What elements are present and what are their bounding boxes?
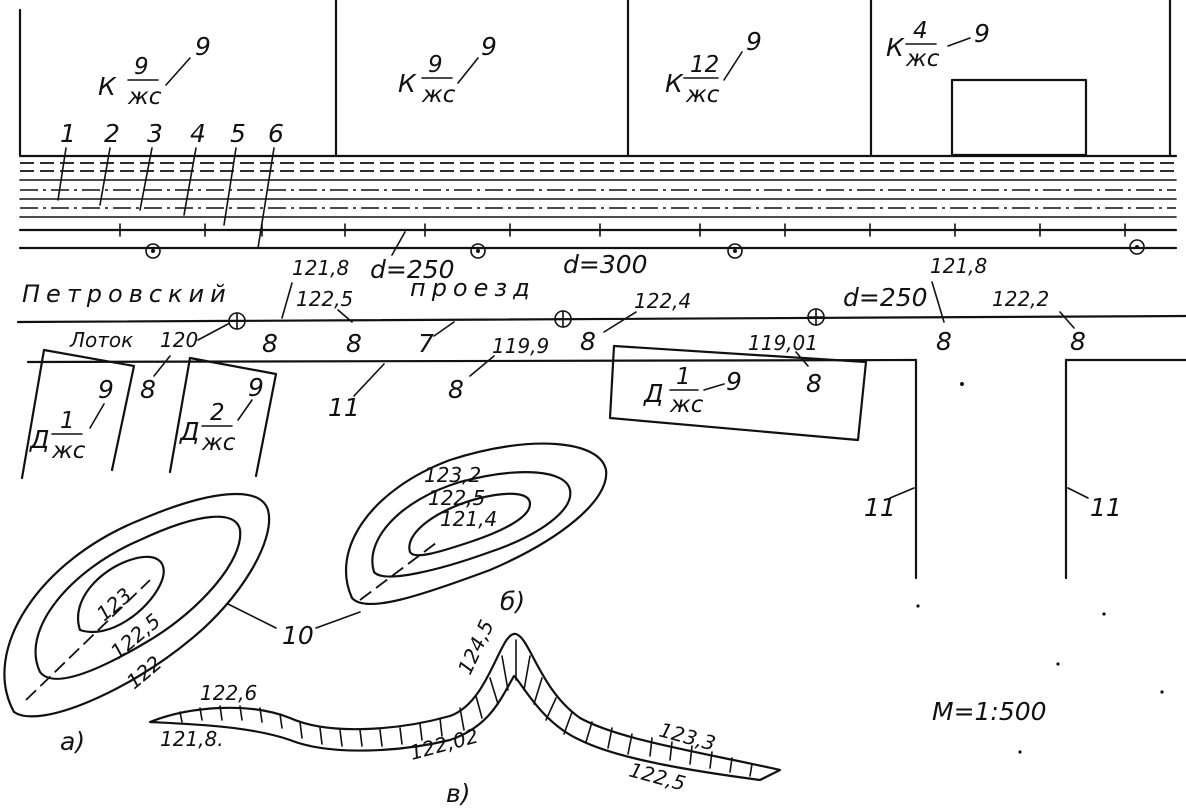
block-label-k1: К 9 жс 9 (98, 32, 211, 110)
diameter-label: d=250 (843, 283, 928, 312)
contour-elevation: 123,2 (424, 463, 481, 487)
svg-text:К: К (98, 72, 117, 101)
hill-callout: 10 (282, 621, 314, 650)
network-numbers: 1 2 3 4 5 6 (57, 119, 284, 249)
svg-text:9: 9 (134, 54, 149, 80)
svg-text:9: 9 (726, 367, 742, 396)
curb-callout: 11 (1090, 493, 1122, 522)
manhole-icon (145, 239, 1145, 259)
block-label-k4: К 4 жс 9 (886, 18, 990, 72)
road-elevations: 121,8 122,5 122,4 119,9 119,01 121,8 122… (281, 254, 1075, 377)
contour-elevation: 122,5 (428, 486, 485, 510)
svg-text:жс: жс (685, 82, 720, 108)
lower-houses (20, 344, 868, 480)
house-label-d2: Д 2 жс 9 (179, 373, 264, 456)
house-label-d3: Д 1 жс 9 (643, 364, 742, 418)
profile-elevation: 122,6 (200, 681, 257, 705)
point-8-labels: 8 8 8 8 8 8 8 8 (140, 327, 1086, 404)
block-label-k2: К 9 жс 9 (398, 32, 497, 108)
sewer-ticks (119, 223, 1126, 237)
svg-text:12: 12 (690, 52, 719, 78)
svg-text:8: 8 (1070, 327, 1086, 356)
svg-text:2: 2 (210, 400, 225, 426)
contours-a (3, 492, 271, 718)
svg-text:9: 9 (746, 27, 762, 56)
contours-b (344, 442, 608, 606)
building-rect (950, 78, 1088, 157)
svg-text:жс: жс (51, 438, 86, 464)
speckles (916, 382, 1164, 754)
axis-callout: 7 (418, 329, 434, 358)
svg-text:122,2: 122,2 (992, 287, 1049, 311)
profile-elevation: 121,8. (160, 727, 224, 751)
road-lines (16, 308, 1186, 580)
house-label-d1: Д 1 жс 9 (29, 375, 114, 464)
svg-text:122,5: 122,5 (296, 287, 353, 311)
svg-text:9: 9 (98, 375, 114, 404)
svg-text:1: 1 (60, 119, 76, 148)
svg-text:5: 5 (230, 119, 246, 148)
svg-text:жс: жс (421, 82, 456, 108)
street-name: проезд (410, 274, 536, 302)
svg-text:жс: жс (127, 84, 162, 110)
street-name: Петровский (22, 280, 232, 308)
svg-text:1: 1 (60, 408, 75, 434)
svg-text:121,8: 121,8 (930, 254, 987, 278)
svg-text:2: 2 (104, 119, 120, 148)
tray-label: Лоток (69, 328, 133, 352)
figure-label-v: в) (446, 779, 471, 808)
diameter-label: d=300 (563, 250, 648, 279)
profile-hatching (179, 639, 753, 777)
svg-text:6: 6 (268, 119, 284, 148)
svg-text:4: 4 (190, 119, 206, 148)
svg-text:3: 3 (147, 119, 163, 148)
svg-text:9: 9 (974, 19, 990, 48)
svg-text:Д: Д (643, 379, 664, 408)
svg-text:К: К (886, 33, 905, 62)
svg-text:Д: Д (179, 417, 200, 446)
scale-label: M=1:500 (932, 697, 1047, 726)
svg-text:8: 8 (140, 375, 156, 404)
svg-text:119,9: 119,9 (492, 334, 549, 358)
svg-text:9: 9 (248, 373, 264, 402)
svg-text:8: 8 (580, 327, 596, 356)
block-label-k3: К 12 жс 9 (665, 27, 762, 108)
svg-text:122,4: 122,4 (634, 289, 691, 313)
svg-text:121,8: 121,8 (292, 256, 349, 280)
profile-v (148, 632, 782, 782)
figure-label-b: б) (500, 587, 525, 616)
profile-elevation: 122,5 (627, 758, 689, 796)
svg-text:9: 9 (481, 32, 497, 61)
svg-text:жс: жс (669, 392, 704, 418)
svg-text:К: К (665, 69, 684, 98)
svg-text:К: К (398, 69, 417, 98)
svg-text:жс: жс (201, 430, 236, 456)
svg-text:8: 8 (262, 329, 278, 358)
diameter-label: d=250 (370, 255, 455, 284)
svg-text:9: 9 (195, 32, 211, 61)
svg-text:4: 4 (913, 18, 928, 44)
svg-text:8: 8 (936, 327, 952, 356)
svg-text:8: 8 (448, 375, 464, 404)
svg-text:1: 1 (676, 364, 691, 390)
profile-elevation: 122,02 (407, 724, 481, 765)
svg-text:9: 9 (428, 52, 443, 78)
svg-text:8: 8 (346, 329, 362, 358)
contour-elevation: 121,4 (440, 507, 497, 531)
svg-text:8: 8 (806, 369, 822, 398)
svg-text:жс: жс (905, 46, 940, 72)
figure-label-a: а) (60, 727, 85, 756)
svg-text:Д: Д (29, 425, 50, 454)
svg-text:119,01: 119,01 (748, 331, 818, 355)
tray-elevation: 120 (160, 328, 198, 352)
utility-lines (18, 154, 1178, 259)
curb-callout: 11 (328, 393, 360, 422)
